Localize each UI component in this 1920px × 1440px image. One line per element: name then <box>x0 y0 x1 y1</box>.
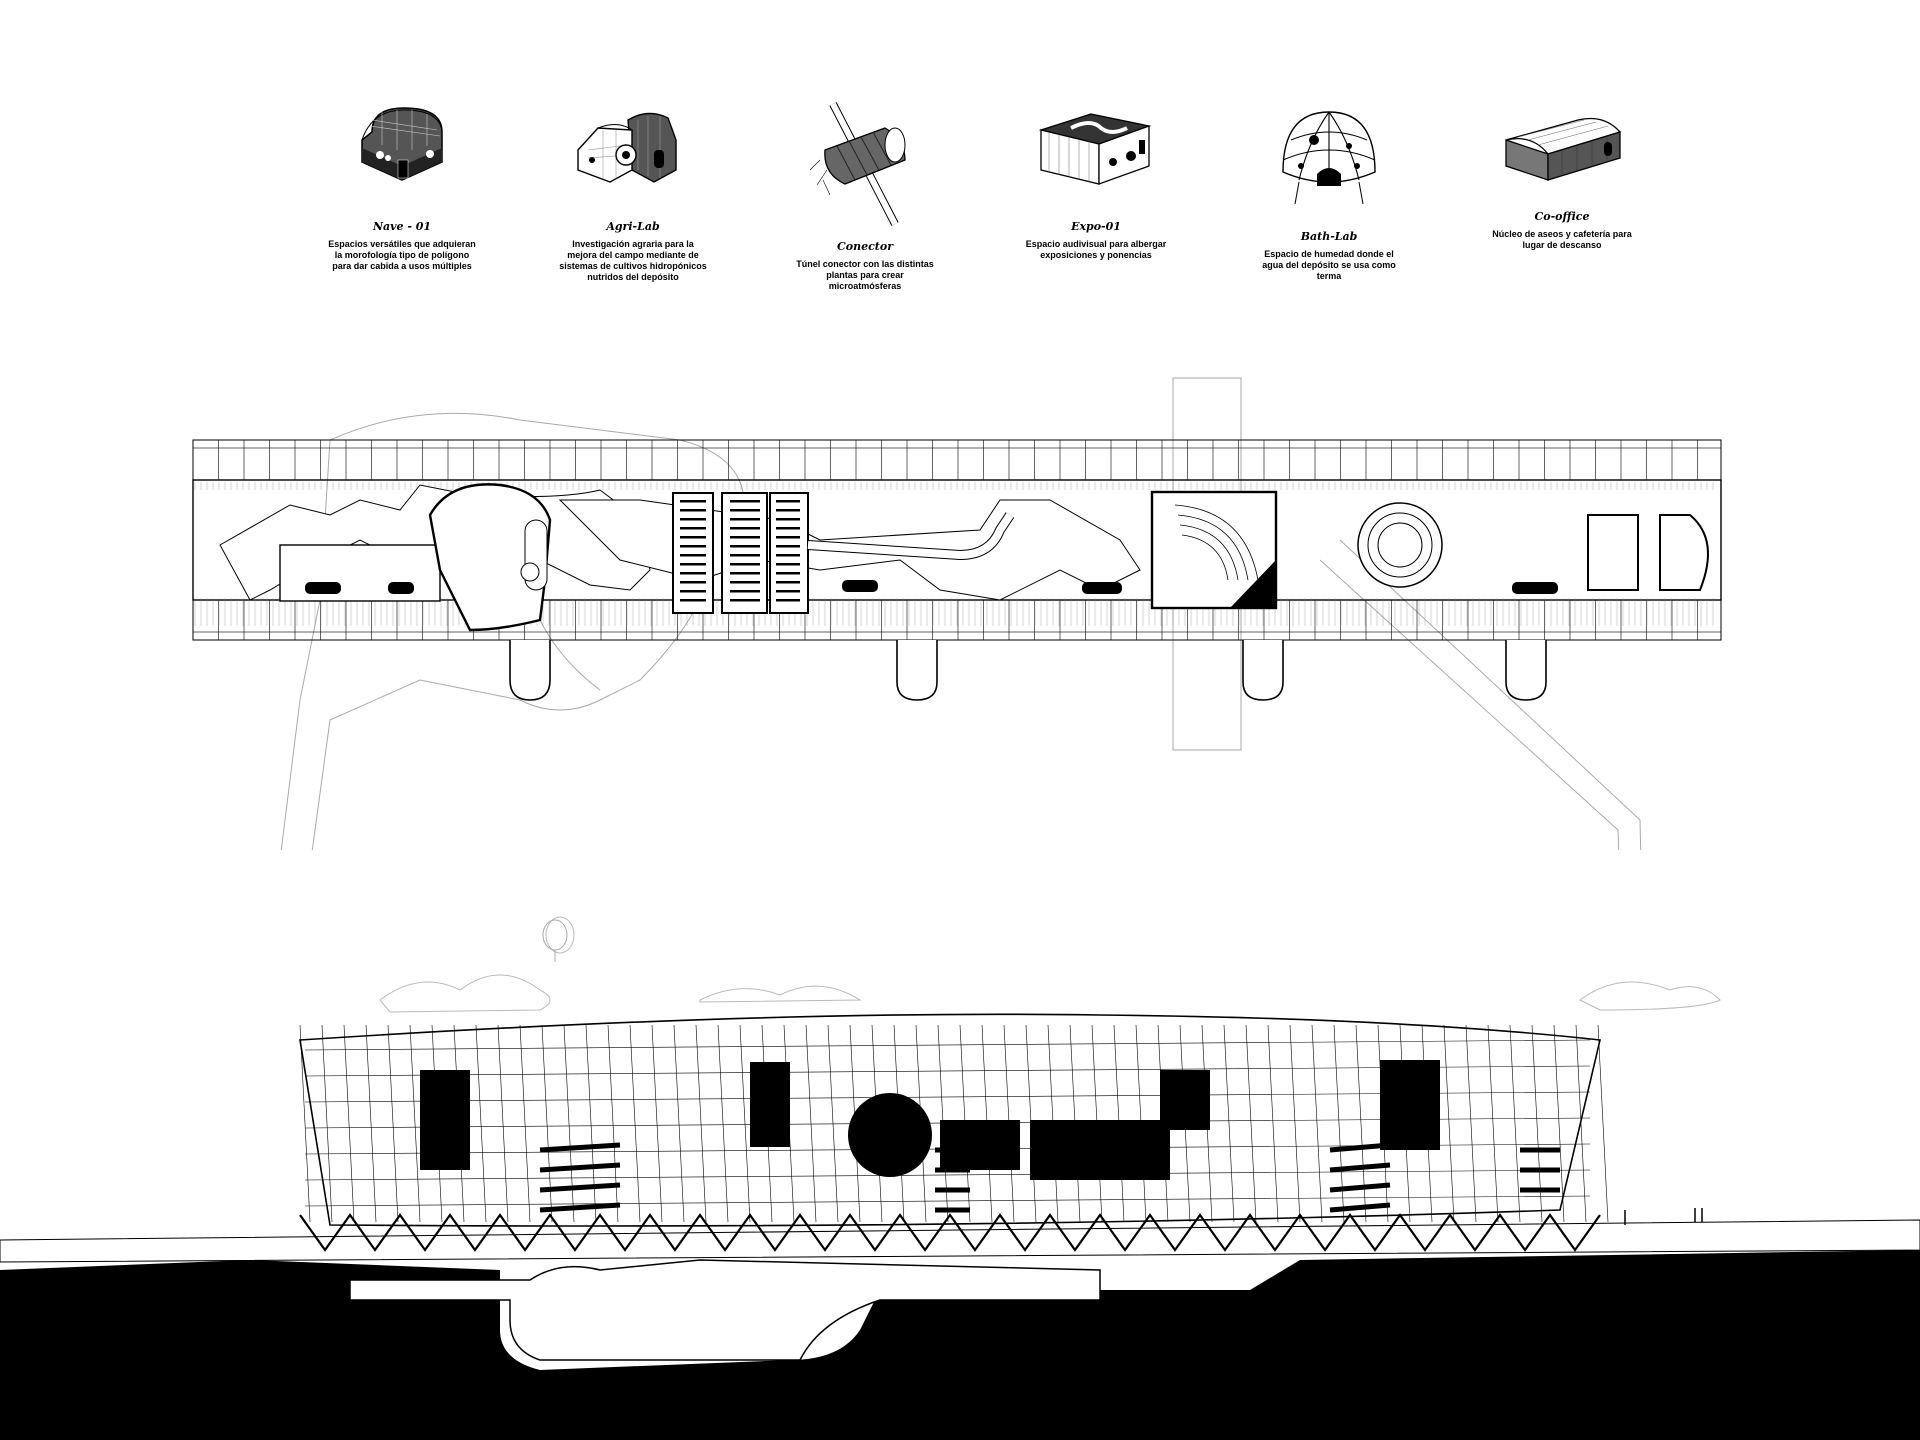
stair-cores <box>509 640 1547 701</box>
module-description: Espacio audivisual para albergar exposic… <box>1025 239 1167 260</box>
module-title: Nave - 01 <box>372 220 432 233</box>
facade-frame <box>299 1013 1601 1227</box>
module-title: Agri-Lab <box>606 220 660 233</box>
bath-lab-room <box>1357 502 1443 588</box>
floor-plan <box>192 377 1722 850</box>
agri-lab-module-icon <box>577 112 677 183</box>
module-expo-01: Expo-01 Espacio audivisual para albergar… <box>1021 100 1171 261</box>
module-title: Co-office <box>1534 210 1590 223</box>
nave-module-icon <box>361 107 443 181</box>
module-agri-lab: Agri-Lab Investigación agraria para la m… <box>558 100 708 283</box>
car-icons <box>305 580 1558 594</box>
access-ramp <box>1319 539 1642 850</box>
co-office-module-icon <box>1505 117 1622 181</box>
module-description: Espacios versátiles que adquieran la mor… <box>328 239 476 271</box>
nave-01-polygon <box>428 483 552 632</box>
module-description: Núcleo de aseos y cafetería para lugar d… <box>1492 229 1632 250</box>
expo-module-icon <box>1038 113 1152 185</box>
interior-volumes <box>420 1060 1440 1180</box>
cloud-outlines <box>379 916 1721 1013</box>
module-description: Investigación agraria para la mejora del… <box>559 239 707 282</box>
module-title: Bath-Lab <box>1300 230 1358 243</box>
people-figures <box>1007 1208 1703 1320</box>
site-path-left <box>280 412 745 850</box>
module-description: Espacio de humedad donde el agua del dep… <box>1262 249 1396 281</box>
module-title: Conector <box>837 240 893 253</box>
module-title: Expo-01 <box>1071 220 1121 233</box>
conector-module-icon <box>809 102 906 226</box>
spiral-ramps <box>539 1142 1560 1213</box>
agri-lab-room <box>672 492 809 614</box>
bath-lab-module-icon <box>1282 111 1376 205</box>
module-nave-01: Nave - 01 Espacios versátiles que adquie… <box>327 100 477 272</box>
balloon-icon <box>542 919 568 962</box>
perspective-section <box>0 916 1920 1440</box>
module-description: Túnel conector con las distintas plantas… <box>796 259 934 291</box>
nave-01-room <box>279 544 441 602</box>
module-conector: Conector Túnel conector con las distinta… <box>790 100 940 292</box>
module-co-office: Co-office Núcleo de aseos y cafetería pa… <box>1487 100 1637 251</box>
module-bath-lab: Bath-Lab Espacio de humedad donde el agu… <box>1254 100 1404 282</box>
co-office-room <box>1587 514 1709 591</box>
